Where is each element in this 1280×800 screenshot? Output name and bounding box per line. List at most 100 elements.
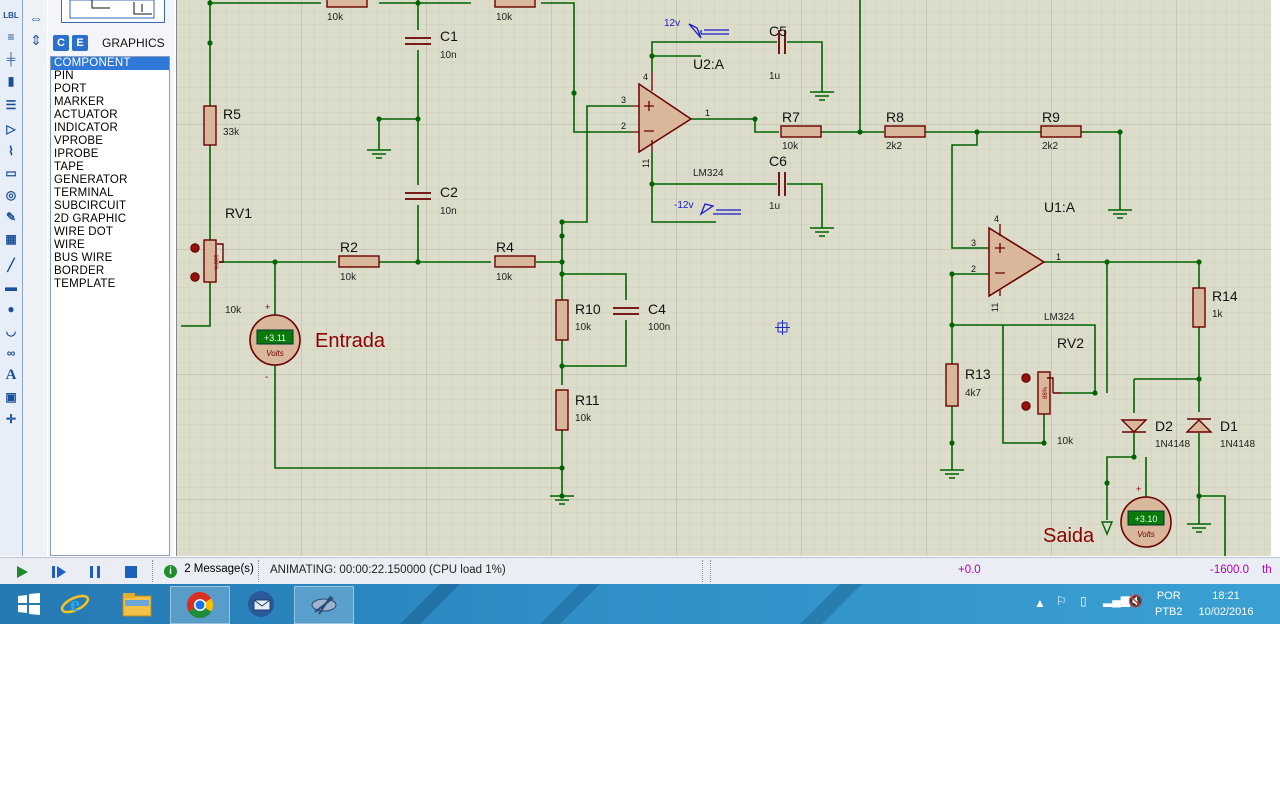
d1-ref: D1 (1220, 418, 1238, 434)
library-manager-button[interactable]: E (72, 35, 88, 51)
mode-item-port[interactable]: PORT (54, 83, 87, 95)
ground-arrow-symbol (1100, 521, 1114, 536)
script-mode-icon[interactable]: ≡ (7, 30, 15, 44)
generator-mode-icon[interactable]: ◎ (5, 188, 17, 202)
subcircuit-mode-icon[interactable]: ▮ (7, 74, 15, 88)
mode-item-bus-wire[interactable]: BUS WIRE (54, 252, 113, 264)
stop-icon (125, 566, 137, 578)
taskbar-chrome[interactable] (170, 586, 230, 624)
mode-item-generator[interactable]: GENERATOR (54, 174, 128, 186)
coordinate-units: th (1262, 564, 1272, 576)
thunderbird-icon (248, 591, 274, 617)
supply-positive-label: 12v (664, 18, 680, 29)
text-mode-icon[interactable]: A (5, 366, 17, 383)
stop-button[interactable] (120, 561, 142, 583)
folder-icon (122, 593, 152, 617)
overview-window[interactable] (61, 0, 165, 23)
label-saida: Saida (1043, 525, 1095, 547)
mode-item-wire[interactable]: WIRE (54, 239, 85, 251)
mode-item-vprobe[interactable]: VPROBE (54, 135, 104, 147)
mirror-vertical-icon[interactable]: ⇕ (30, 32, 42, 48)
line-mode-icon[interactable]: ╱ (7, 258, 15, 272)
c4-value: 100n (648, 322, 670, 333)
mode-item-wire-dot[interactable]: WIRE DOT (54, 226, 114, 238)
c5-value: 1u (769, 71, 780, 82)
mode-item-terminal[interactable]: TERMINAL (54, 187, 114, 199)
u2-pin1: 1 (705, 108, 710, 118)
rv2-decrease-button (1021, 401, 1031, 411)
start-button[interactable] (0, 586, 58, 622)
messages-indicator[interactable]: i 2 Message(s) (164, 563, 254, 578)
mode-item-iprobe[interactable]: IPROBE (54, 148, 99, 160)
label-mode-icon[interactable]: LBL (2, 6, 20, 24)
volume-muted-icon[interactable]: 🔇 (1128, 594, 1143, 608)
probe-mode-icon[interactable]: ✎ (5, 210, 17, 224)
network-signal-icon[interactable]: ▂▄▆ (1103, 593, 1130, 607)
taskbar-thunderbird[interactable] (232, 586, 290, 622)
u2-ref: U2:A (693, 56, 725, 72)
bus-mode-icon[interactable]: ╪ (6, 52, 16, 66)
mode-item-indicator[interactable]: INDICATOR (54, 122, 118, 134)
capacitor-c1-plates (405, 37, 431, 45)
taskbar-stripes (400, 584, 862, 624)
mode-item-2d-graphic[interactable]: 2D GRAPHIC (54, 213, 127, 225)
mode-item-marker[interactable]: MARKER (54, 96, 105, 108)
proteus-icon (311, 595, 337, 615)
r7-value: 10k (782, 141, 799, 152)
pause-icon (90, 566, 100, 578)
voltmeter-in-minus: - (265, 372, 268, 383)
schematic-canvas[interactable]: 100% 88% (176, 0, 1271, 556)
box-mode-icon[interactable]: ▬ (5, 280, 17, 294)
r13-value: 4k7 (965, 388, 982, 399)
u1-ref: U1:A (1044, 199, 1076, 215)
resistor-r8-body (884, 125, 926, 138)
u1-part: LM324 (1044, 312, 1075, 323)
marker-mode-icon[interactable]: ✛ (5, 412, 17, 426)
symbol-mode-icon[interactable]: ▣ (5, 390, 17, 404)
arc-mode-icon[interactable]: ◡ (5, 324, 17, 338)
u2-pin11: 11 (641, 159, 651, 168)
mode-item-border[interactable]: BORDER (54, 265, 105, 277)
taskbar-proteus[interactable] (294, 586, 354, 624)
voltmeter-entrada[interactable] (249, 314, 301, 366)
top-resistor-right-value: 10k (496, 12, 513, 23)
show-hidden-icons-icon[interactable]: ▲ (1034, 596, 1046, 610)
cursor-marker (775, 320, 790, 335)
mirror-horizontal-icon[interactable]: ⇔ (29, 10, 43, 26)
animation-status: ANIMATING: 00:00:22.150000 (CPU load 1%) (270, 564, 506, 576)
terminal-mode-icon[interactable]: ☰ (5, 98, 17, 112)
instrument-mode-icon[interactable]: ▦ (5, 232, 17, 246)
play-button[interactable] (11, 561, 33, 583)
step-button[interactable] (48, 561, 70, 583)
tape-mode-icon[interactable]: ▭ (5, 166, 17, 180)
voltmeter-saida[interactable] (1120, 496, 1172, 548)
taskbar-file-explorer[interactable] (108, 586, 166, 622)
chrome-icon (186, 591, 214, 619)
mode-item-tape[interactable]: TAPE (54, 161, 84, 173)
mode-item-subcircuit[interactable]: SUBCIRCUIT (54, 200, 127, 212)
action-center-flag-icon[interactable]: ⚐ (1056, 594, 1067, 608)
mode-item-pin[interactable]: PIN (54, 70, 74, 82)
c4-ref: C4 (648, 301, 666, 317)
battery-icon[interactable]: ▯ (1080, 594, 1087, 608)
resistor-r13-body (945, 363, 959, 407)
mode-item-component[interactable]: COMPONENT (51, 57, 169, 70)
step-icon (52, 566, 66, 578)
r11-value: 10k (575, 413, 592, 424)
graph-mode-icon[interactable]: ⌇ (8, 144, 14, 158)
opamp-u2 (638, 82, 693, 154)
taskbar-internet-explorer[interactable]: e (46, 586, 104, 622)
path-mode-icon[interactable]: ∞ (6, 346, 16, 360)
input-language[interactable]: POR PTB2 (1155, 588, 1183, 620)
pause-button[interactable] (84, 561, 106, 583)
r2-value: 10k (340, 272, 357, 283)
mode-item-template[interactable]: TEMPLATE (54, 278, 116, 290)
pick-devices-button[interactable]: C (53, 35, 69, 51)
c2-value: 10n (440, 206, 457, 217)
capacitor-c4-plates (613, 307, 639, 315)
port-mode-icon[interactable]: ▷ (6, 122, 16, 136)
circle-mode-icon[interactable]: ● (7, 302, 15, 316)
system-clock[interactable]: 18:21 10/02/2016 (1196, 588, 1256, 620)
mode-item-actuator[interactable]: ACTUATOR (54, 109, 118, 121)
capacitor-c6-plates (778, 172, 786, 196)
